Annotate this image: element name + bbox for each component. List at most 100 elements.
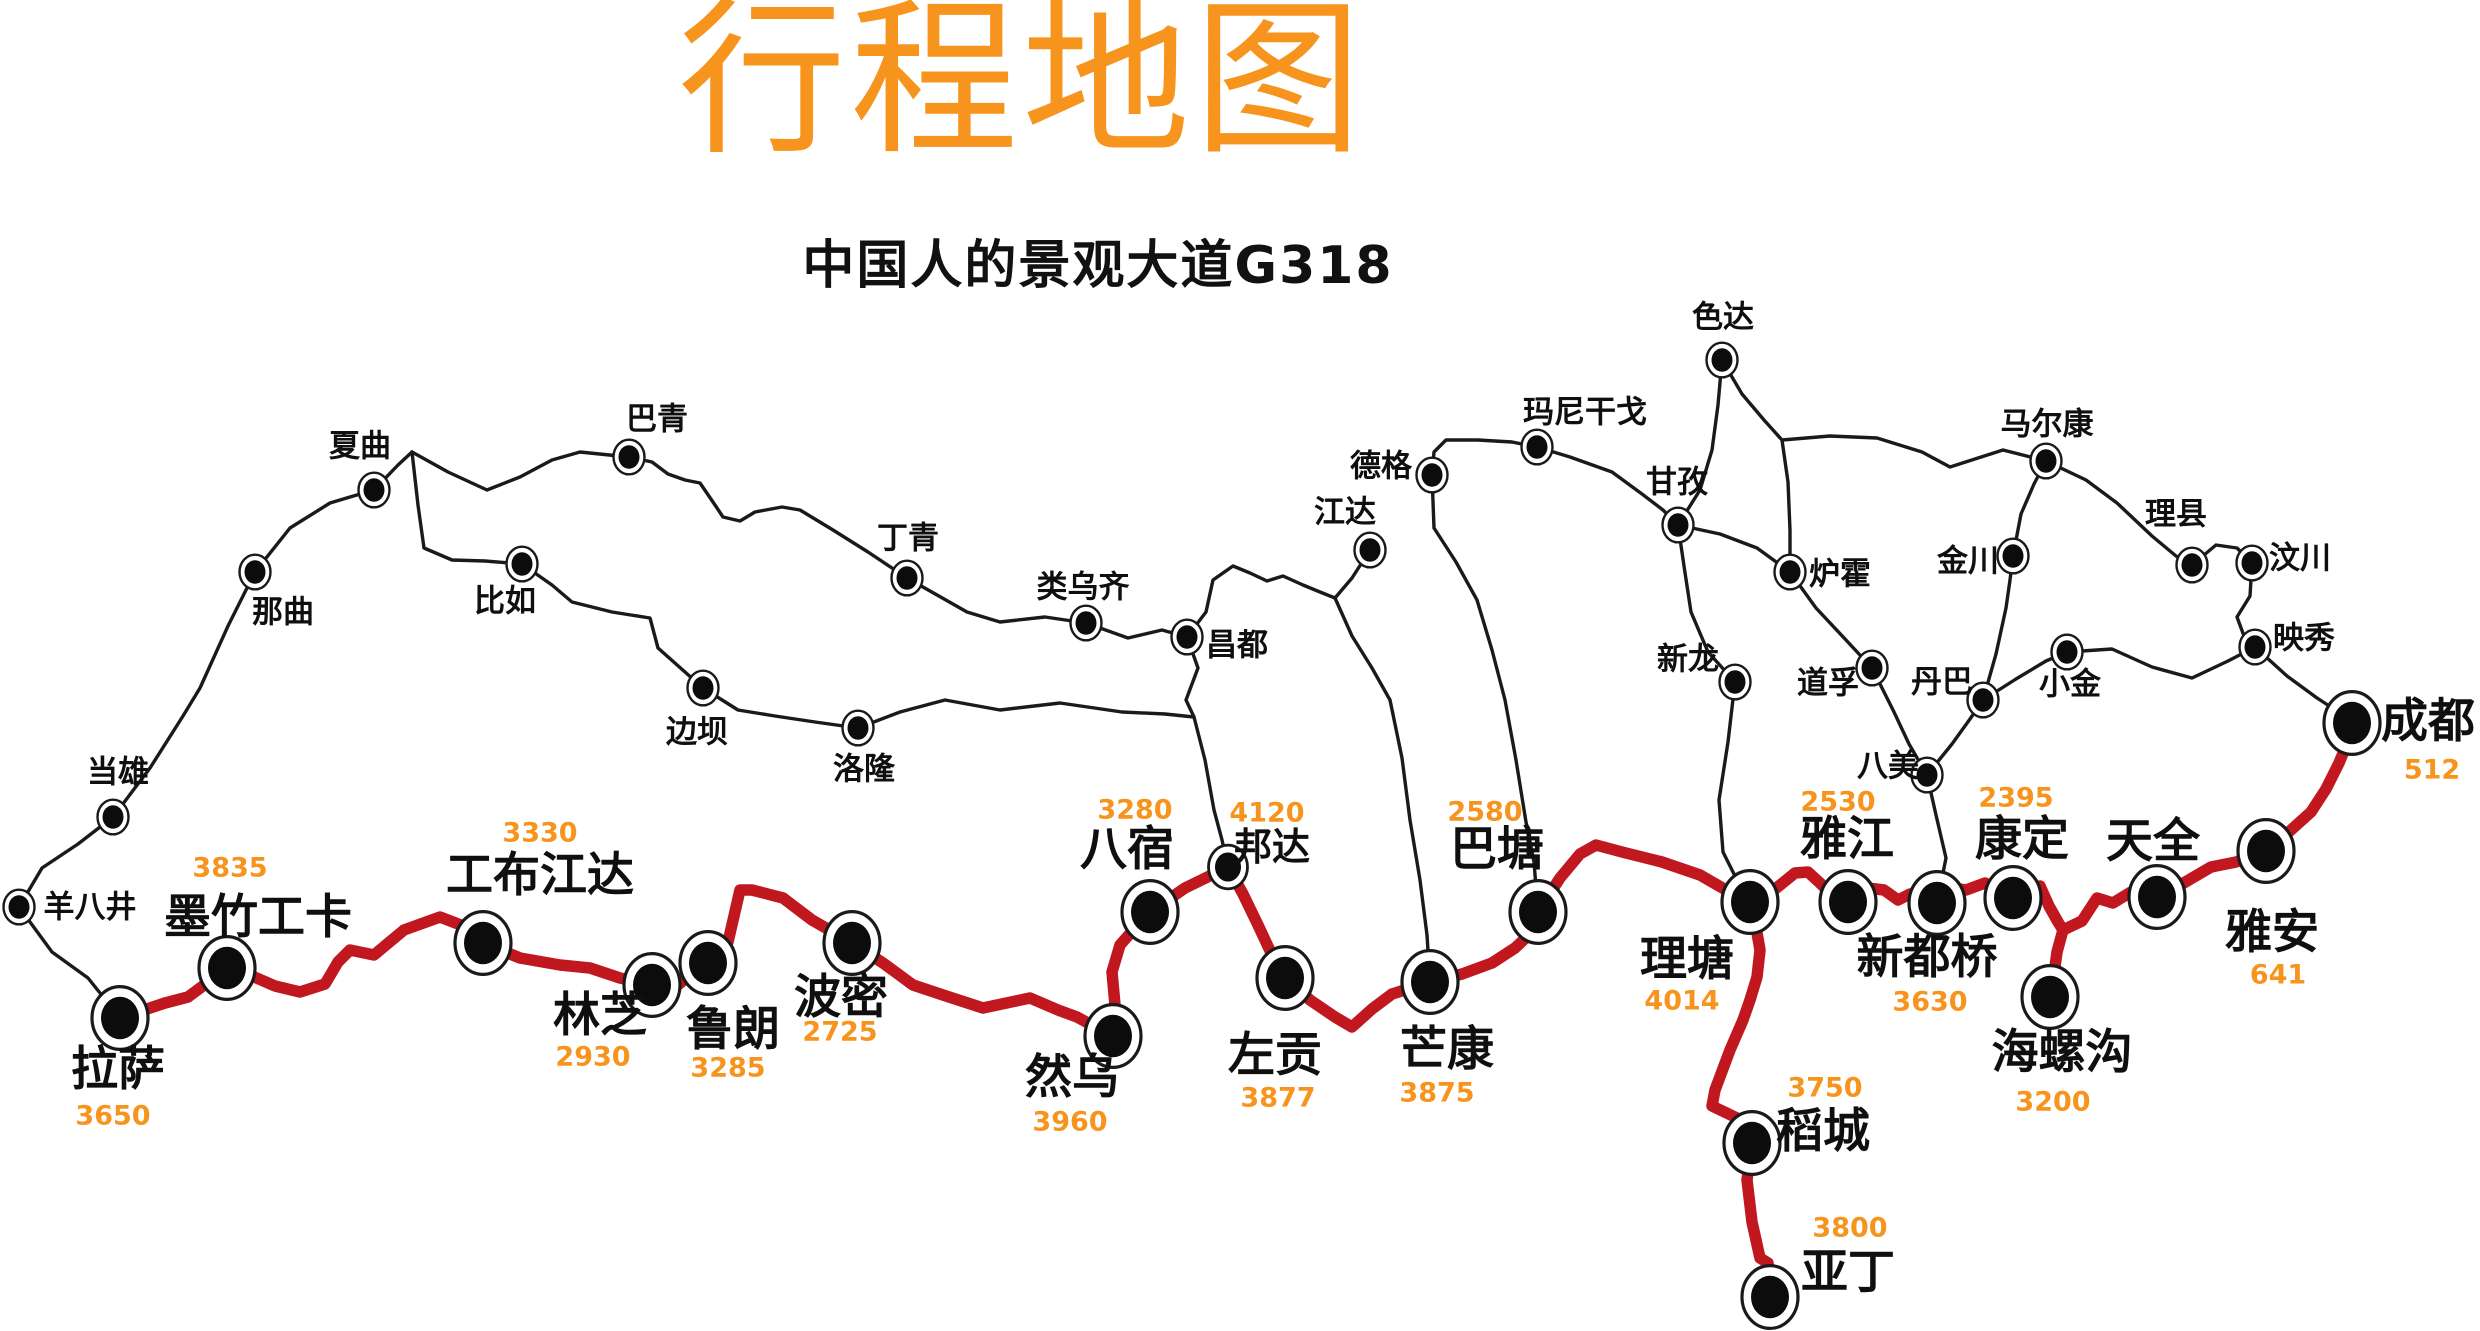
city-label-tianquan: 天全 bbox=[2106, 815, 2201, 868]
city-label-basu: 八宿 bbox=[1080, 824, 1174, 876]
city-node-luolong[interactable] bbox=[841, 709, 875, 747]
city-node-tianquan[interactable] bbox=[2127, 864, 2187, 930]
city-node-leiwuqi[interactable] bbox=[1069, 604, 1103, 642]
city-node-xiaqu[interactable] bbox=[357, 471, 391, 509]
city-node-dege[interactable] bbox=[1415, 456, 1449, 494]
city-node-bomi[interactable] bbox=[822, 910, 882, 976]
city-node-baqing[interactable] bbox=[612, 438, 646, 476]
city-node-linzhi[interactable] bbox=[622, 952, 682, 1018]
city-node-dot bbox=[2244, 635, 2266, 659]
city-node-lulang[interactable] bbox=[678, 930, 738, 996]
city-node-litang[interactable] bbox=[1720, 869, 1780, 935]
elevation-bomi: 2725 bbox=[802, 1017, 877, 1048]
city-node-lasa[interactable] bbox=[90, 985, 150, 1051]
elevation-yaan: 641 bbox=[2250, 960, 2306, 991]
city-node-biru[interactable] bbox=[505, 545, 539, 583]
city-node-dot bbox=[1421, 463, 1443, 487]
city-node-maerkang[interactable] bbox=[2029, 442, 2063, 480]
city-label-hailuogou: 海螺沟 bbox=[1992, 1027, 2133, 1079]
page-title: 行程地图 bbox=[678, 0, 1366, 178]
city-node-dot bbox=[2241, 551, 2263, 575]
city-node-wenchuan[interactable] bbox=[2235, 544, 2269, 582]
city-node-basu[interactable] bbox=[1120, 879, 1180, 945]
elevation-lulang: 3285 bbox=[690, 1053, 765, 1084]
city-node-chengdu[interactable] bbox=[2322, 690, 2382, 756]
city-node-dangxiong[interactable] bbox=[96, 798, 130, 836]
city-node-dot bbox=[2031, 975, 2069, 1019]
city-label-dangxiong: 当雄 bbox=[87, 755, 149, 790]
city-label-kangding: 康定 bbox=[1975, 814, 2069, 866]
city-label-lulang: 鲁朗 bbox=[686, 1004, 780, 1056]
city-node-naqu[interactable] bbox=[238, 553, 272, 591]
city-node-yaan[interactable] bbox=[2236, 818, 2296, 884]
elevation-mozhugongka: 3835 bbox=[192, 853, 267, 884]
city-node-xiaojin[interactable] bbox=[2050, 633, 2084, 671]
city-node-jiangda[interactable] bbox=[1353, 531, 1387, 569]
city-node-daofu[interactable] bbox=[1855, 649, 1889, 687]
city-label-leiwuqi: 类乌齐 bbox=[1037, 570, 1130, 605]
city-label-lixian: 理县 bbox=[2145, 497, 2207, 532]
city-label-mangkang: 芒康 bbox=[1400, 1024, 1494, 1076]
road-jiangda-mangkang bbox=[1333, 596, 1432, 984]
elevation-ranwu: 3960 bbox=[1032, 1107, 1107, 1138]
city-label-xinduqiao: 新都桥 bbox=[1857, 932, 1998, 984]
city-node-mangkang[interactable] bbox=[1400, 949, 1460, 1015]
city-node-yangbajing[interactable] bbox=[2, 888, 36, 926]
city-node-batang[interactable] bbox=[1508, 879, 1568, 945]
city-node-dot bbox=[1751, 1275, 1789, 1319]
city-node-bianba[interactable] bbox=[686, 669, 720, 707]
city-node-dingqing[interactable] bbox=[890, 559, 924, 597]
city-node-yajiang[interactable] bbox=[1818, 869, 1878, 935]
city-node-kangding[interactable] bbox=[1983, 865, 2043, 931]
city-node-ranwu[interactable] bbox=[1083, 1003, 1143, 1069]
city-node-hailuogou[interactable] bbox=[2020, 964, 2080, 1030]
city-node-yading[interactable] bbox=[1740, 1264, 1800, 1330]
road-xiaqu-baqing-changdu bbox=[410, 450, 1189, 640]
city-node-manigange[interactable] bbox=[1520, 428, 1554, 466]
city-node-dot bbox=[244, 560, 266, 584]
city-node-xinlong[interactable] bbox=[1718, 663, 1752, 701]
city-node-zuogong[interactable] bbox=[1255, 945, 1315, 1011]
city-node-mozhugongka[interactable] bbox=[197, 935, 257, 1001]
elevation-gongbujiangda: 3330 bbox=[502, 818, 577, 849]
city-node-dot bbox=[102, 805, 124, 829]
page-subtitle: 中国人的景观大道G318 bbox=[802, 236, 1394, 296]
city-node-luhuo[interactable] bbox=[1773, 553, 1807, 591]
city-node-dot bbox=[1829, 880, 1867, 924]
city-label-naqu: 那曲 bbox=[252, 595, 314, 630]
city-label-zuogong: 左贡 bbox=[1228, 1030, 1322, 1082]
city-node-gongbujiangda[interactable] bbox=[453, 910, 513, 976]
city-node-bangda[interactable] bbox=[1207, 843, 1249, 891]
city-node-lixian[interactable] bbox=[2175, 546, 2209, 584]
city-node-ganzi[interactable] bbox=[1661, 506, 1695, 544]
city-node-xinduqiao[interactable] bbox=[1907, 870, 1967, 936]
city-node-yingxiu[interactable] bbox=[2238, 628, 2272, 666]
city-label-yingxiu: 映秀 bbox=[2273, 621, 2335, 656]
city-node-daocheng[interactable] bbox=[1722, 1110, 1782, 1176]
elevation-yading: 3800 bbox=[1812, 1213, 1887, 1244]
city-node-changdu[interactable] bbox=[1170, 618, 1204, 656]
city-label-bianba: 边坝 bbox=[666, 715, 728, 750]
city-label-bangda: 邦达 bbox=[1234, 827, 1310, 869]
elevation-yajiang: 2530 bbox=[1800, 787, 1875, 818]
city-node-dot bbox=[2035, 449, 2057, 473]
city-node-danba[interactable] bbox=[1966, 681, 2000, 719]
elevation-xinduqiao: 3630 bbox=[1892, 987, 1967, 1018]
elevation-litang: 4014 bbox=[1644, 986, 1719, 1017]
city-label-chengdu: 成都 bbox=[2381, 696, 2475, 748]
city-node-dot bbox=[1075, 611, 1097, 635]
elevation-linzhi: 2930 bbox=[555, 1042, 630, 1073]
city-label-maerkang: 马尔康 bbox=[2001, 407, 2095, 442]
city-node-seda[interactable] bbox=[1705, 341, 1739, 379]
g318-route-branch_daocheng_yading bbox=[1706, 896, 1776, 1303]
city-node-jinchuan[interactable] bbox=[1996, 537, 2030, 575]
elevation-kangding: 2395 bbox=[1978, 783, 2053, 814]
city-node-bamei[interactable] bbox=[1910, 756, 1944, 794]
road-maerkang-lixian-wenchuan bbox=[2044, 459, 2254, 567]
city-label-lasa: 拉萨 bbox=[71, 1044, 165, 1096]
city-label-luhuo: 炉霍 bbox=[1809, 557, 1871, 592]
city-label-yaan: 雅安 bbox=[2225, 907, 2319, 959]
city-node-dot bbox=[2247, 829, 2285, 873]
